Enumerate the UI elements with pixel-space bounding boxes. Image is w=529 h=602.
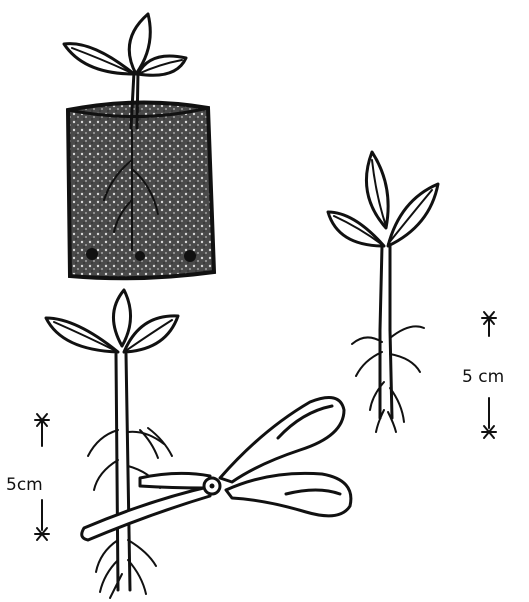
cut-stem	[116, 354, 130, 590]
scissors	[82, 398, 351, 541]
scissors-lower-blade	[82, 486, 212, 540]
measure-label-left: 5cm	[6, 475, 43, 495]
cut-seedling	[46, 290, 178, 598]
potted-leaves	[64, 14, 186, 75]
measure-marker-left: 5cm	[6, 414, 49, 540]
soil-bag	[68, 102, 214, 278]
right-leaves	[328, 152, 438, 246]
right-stem	[380, 246, 390, 330]
rooted-seedling	[328, 152, 438, 432]
measure-marker-right: 5 cm	[462, 312, 504, 438]
potted-seedling	[64, 14, 214, 278]
scissors-upper-handle	[220, 398, 344, 483]
measure-label-right: 5 cm	[462, 367, 504, 387]
scissors-upper-blade	[140, 473, 210, 488]
cut-leaves	[46, 290, 178, 352]
right-roots	[352, 326, 424, 432]
